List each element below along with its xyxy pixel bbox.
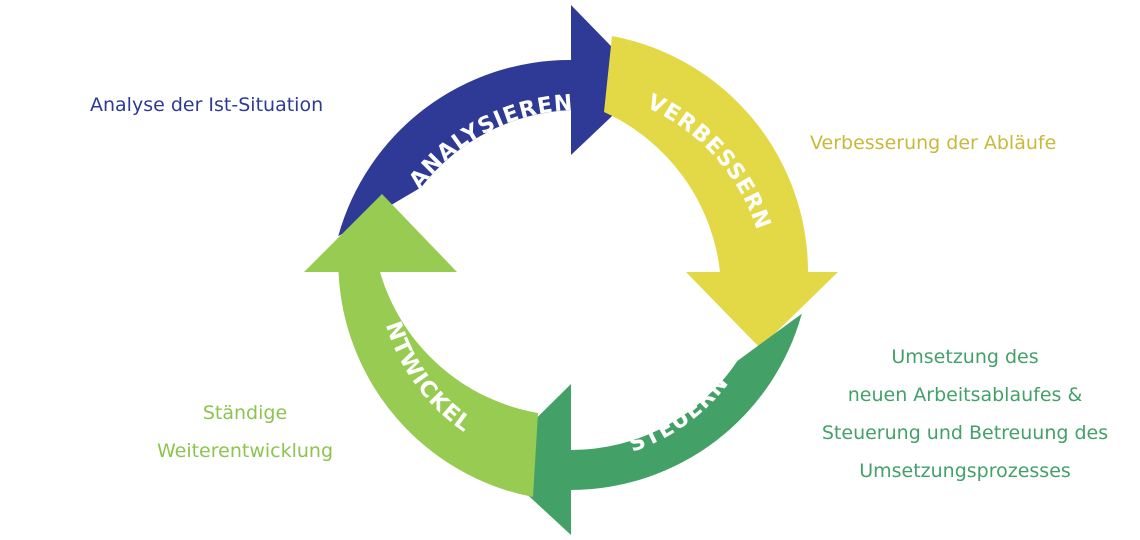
note-line: Steuerung und Betreuung des [821,422,1109,444]
note-line: Ständige [202,402,288,424]
note-steuern: Umsetzung des neuen Arbeitsablaufes & Steu… [800,338,1130,490]
note-analysieren: Analyse der Ist-Situation [90,86,323,124]
arrow-entwickeln [304,194,538,497]
note-line: Analyse der Ist-Situation [90,94,324,116]
note-line: Umsetzung des [891,346,1039,368]
arrow-verbessern [604,36,838,348]
note-verbessern: Verbesserung der Abläufe [810,124,1056,162]
arrow-steuern [492,313,802,535]
note-line: neuen Arbeitsablaufes & [847,384,1083,406]
arrow-analysieren [338,5,647,237]
note-line: Verbesserung der Abläufe [810,132,1057,154]
note-line: Umsetzungsprozesses [859,460,1071,482]
note-line: Weiterentwicklung [156,440,334,462]
